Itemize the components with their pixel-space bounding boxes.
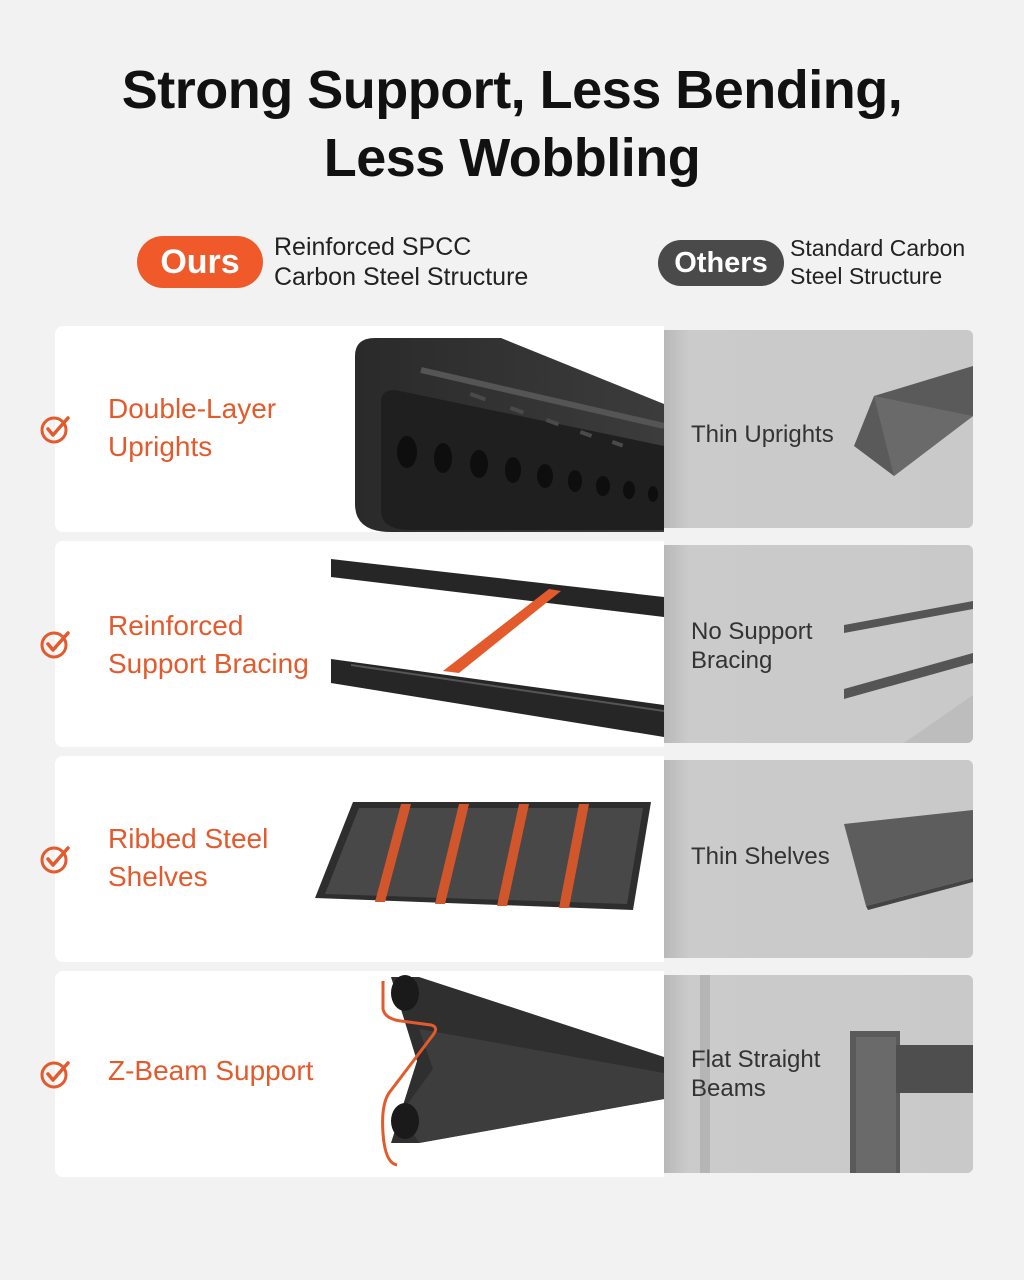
ours-panel-bracing: Reinforced Support Bracing bbox=[55, 541, 664, 747]
feature-label-line-2: Shelves bbox=[108, 861, 208, 892]
comparison-row-beams: Z-Beam Support Flat Straight Beams bbox=[40, 971, 973, 1177]
checkmark-circle-icon bbox=[40, 416, 70, 444]
others-panel-shelves: Thin Shelves bbox=[664, 760, 973, 958]
headline-line-2: Less Wobbling bbox=[323, 128, 701, 188]
feature-label-beams: Z-Beam Support bbox=[108, 1052, 313, 1090]
ours-panel-uprights: Double-Layer Uprights bbox=[55, 326, 664, 532]
feature-label-line-2: Uprights bbox=[108, 431, 213, 462]
checkmark-circle-icon bbox=[40, 846, 70, 874]
others-description-line-2: Steel Structure bbox=[790, 263, 943, 289]
other-label-line-2: Beams bbox=[691, 1075, 766, 1102]
other-label-uprights: Thin Uprights bbox=[691, 420, 834, 449]
z-beam-illustration bbox=[381, 975, 664, 1167]
thin-shelf-illustration bbox=[844, 810, 973, 910]
ours-description-line-1: Reinforced SPCC bbox=[274, 233, 472, 261]
other-label-beams: Flat Straight Beams bbox=[691, 1045, 820, 1103]
feature-label-line-1: Double-Layer bbox=[108, 393, 277, 424]
other-label-line-1: Flat Straight bbox=[691, 1046, 821, 1073]
comparison-row-uprights: Double-Layer Uprights bbox=[40, 326, 973, 532]
braced-beams-illustration bbox=[331, 559, 664, 737]
ours-panel-shelves: Ribbed Steel Shelves bbox=[55, 756, 664, 962]
headline-line-1: Strong Support, Less Bending, bbox=[121, 60, 903, 120]
headline: Strong Support, Less Bending, Less Wobbl… bbox=[0, 56, 1024, 192]
thin-angle-upright-illustration bbox=[854, 366, 973, 476]
check-wrap bbox=[40, 756, 115, 962]
other-label-bracing: No Support Bracing bbox=[691, 617, 812, 675]
others-panel-beams: Flat Straight Beams bbox=[664, 975, 973, 1173]
checkmark-circle-icon bbox=[40, 1061, 70, 1089]
others-description-line-1: Standard Carbon bbox=[790, 235, 966, 261]
other-label-line-2: Bracing bbox=[691, 647, 773, 674]
feature-label-uprights: Double-Layer Uprights bbox=[108, 390, 276, 466]
checkmark-circle-icon bbox=[40, 631, 70, 659]
ours-badge: Ours bbox=[137, 236, 263, 288]
comparison-row-shelves: Ribbed Steel Shelves Thin Shelves bbox=[40, 756, 973, 962]
other-label-shelves: Thin Shelves bbox=[691, 842, 830, 871]
check-wrap bbox=[40, 326, 115, 532]
feature-label-line-1: Ribbed Steel bbox=[108, 823, 269, 854]
others-badge: Others bbox=[658, 240, 784, 286]
unbraced-beams-illustration bbox=[844, 601, 973, 743]
comparison-row-bracing: Reinforced Support Bracing No Support Br… bbox=[40, 541, 973, 747]
double-layer-upright-illustration bbox=[355, 338, 664, 532]
flat-beam-illustration bbox=[700, 975, 973, 1173]
others-panel-uprights: Thin Uprights bbox=[664, 330, 973, 528]
feature-label-shelves: Ribbed Steel Shelves bbox=[108, 820, 268, 896]
feature-label-bracing: Reinforced Support Bracing bbox=[108, 607, 309, 683]
other-label-line-1: Thin Uprights bbox=[691, 421, 834, 448]
other-label-line-1: Thin Shelves bbox=[691, 843, 830, 870]
feature-label-line-1: Z-Beam Support bbox=[108, 1055, 314, 1086]
others-description: Standard Carbon Steel Structure bbox=[790, 234, 965, 290]
ours-description-line-2: Carbon Steel Structure bbox=[274, 263, 529, 291]
check-wrap bbox=[40, 541, 115, 747]
ours-description: Reinforced SPCC Carbon Steel Structure bbox=[274, 232, 528, 292]
check-wrap bbox=[40, 971, 115, 1177]
feature-label-line-2: Support Bracing bbox=[108, 648, 309, 679]
other-label-line-1: No Support bbox=[691, 618, 813, 645]
ours-panel-beams: Z-Beam Support bbox=[55, 971, 664, 1177]
others-panel-bracing: No Support Bracing bbox=[664, 545, 973, 743]
feature-label-line-1: Reinforced bbox=[108, 610, 244, 641]
ribbed-shelf-illustration bbox=[315, 802, 651, 910]
